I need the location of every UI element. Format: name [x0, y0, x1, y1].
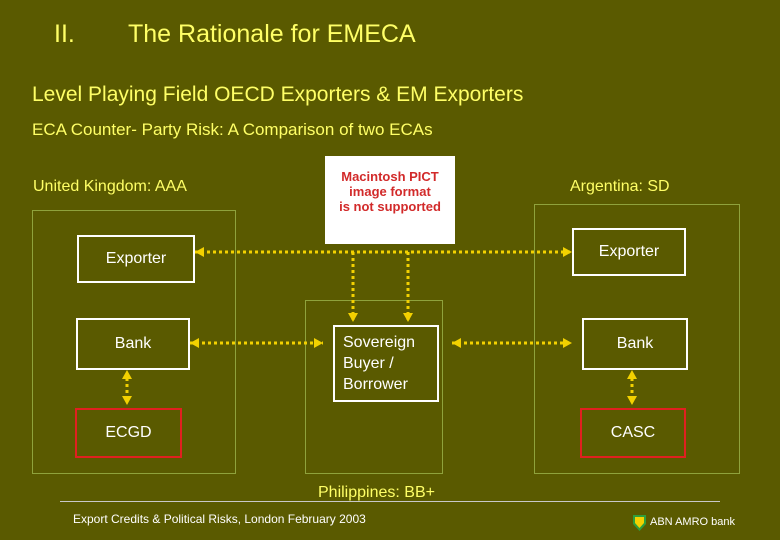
uk-bank-label: Bank	[114, 335, 152, 352]
footer-divider	[60, 501, 720, 502]
argentina-exporter-box: Exporter	[572, 228, 686, 276]
arrowhead-right-bank	[563, 338, 572, 348]
uk-frame	[32, 210, 236, 474]
arrowhead-buyer-right-side	[452, 338, 461, 348]
abn-amro-shield-icon	[633, 515, 646, 531]
arrowhead-right-exporter	[563, 247, 572, 257]
brand-name: ABN AMRO bank	[650, 516, 735, 528]
sovereign-buyer-line: Buyer /	[343, 355, 394, 372]
argentina-eca-label: CASC	[610, 424, 656, 441]
slide-title: The Rationale for EMECA	[128, 20, 416, 48]
arrowhead-buyer-right	[403, 313, 413, 322]
sovereign-buyer-line: Borrower	[343, 376, 408, 393]
arrowhead-left-eca-up	[122, 396, 132, 405]
argentina-frame	[534, 204, 740, 474]
sovereign-buyer-label: Sovereign Buyer / Borrower	[343, 332, 415, 395]
argentina-bank-box: Bank	[582, 318, 688, 370]
uk-exporter-box: Exporter	[77, 235, 195, 283]
argentina-eca-box: CASC	[580, 408, 686, 458]
uk-eca-box: ECGD	[75, 408, 182, 458]
placeholder-line: is not supported	[339, 199, 441, 214]
arrowhead-right-bank-down	[627, 370, 637, 379]
slide-heading: Level Playing Field OECD Exporters & EM …	[32, 83, 524, 106]
arrowhead-left-bank	[190, 338, 199, 348]
country-label-uk: United Kingdom: AAA	[33, 178, 187, 195]
sovereign-buyer-box: Sovereign Buyer / Borrower	[333, 325, 439, 402]
placeholder-image: Macintosh PICT image format is not suppo…	[325, 156, 455, 244]
section-number: II.	[54, 20, 75, 48]
arrowhead-buyer-left	[348, 313, 358, 322]
arrowhead-right-eca-up	[627, 396, 637, 405]
footer-text: Export Credits & Political Risks, London…	[73, 512, 366, 526]
sovereign-buyer-line: Sovereign	[343, 334, 416, 351]
argentina-bank-label: Bank	[616, 335, 654, 352]
argentina-exporter-label: Exporter	[598, 243, 660, 260]
placeholder-line: image format	[349, 184, 431, 199]
uk-bank-box: Bank	[76, 318, 190, 370]
arrowhead-buyer-left-side	[314, 338, 323, 348]
uk-eca-label: ECGD	[105, 424, 152, 441]
placeholder-line: Macintosh PICT	[341, 169, 439, 184]
slide-subheading: ECA Counter- Party Risk: A Comparison of…	[32, 120, 433, 139]
uk-exporter-label: Exporter	[105, 250, 167, 267]
country-label-argentina: Argentina: SD	[570, 178, 670, 195]
country-label-philippines: Philippines: BB+	[318, 484, 435, 501]
arrowhead-left-exporter	[195, 247, 204, 257]
arrowhead-left-bank-down	[122, 370, 132, 379]
philippines-frame	[305, 300, 443, 474]
